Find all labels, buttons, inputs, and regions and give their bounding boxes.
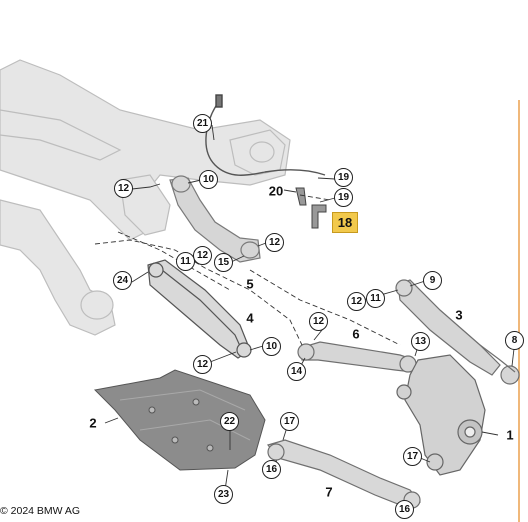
callout-15[interactable]: 15 xyxy=(214,253,233,272)
callout-12c[interactable]: 12 xyxy=(193,246,212,265)
copyright-notice: © 2024 BMW AG xyxy=(0,505,81,517)
callout-11b[interactable]: 11 xyxy=(366,289,385,308)
wheel-carrier xyxy=(396,354,486,476)
callout-10b[interactable]: 10 xyxy=(262,337,281,356)
rear-subframe xyxy=(0,59,291,336)
callout-12b[interactable]: 12 xyxy=(265,233,284,252)
underbody-shield xyxy=(93,369,266,471)
callout-17[interactable]: 17 xyxy=(280,412,299,431)
label-7[interactable]: 7 xyxy=(325,484,333,500)
callout-16b[interactable]: 16 xyxy=(395,500,414,519)
trailing-arm xyxy=(147,259,252,359)
lower-control-arm xyxy=(266,439,421,509)
camber-link xyxy=(395,279,520,385)
callout-17b[interactable]: 17 xyxy=(403,447,422,466)
label-4[interactable]: 4 xyxy=(246,310,254,326)
callout-19b[interactable]: 19 xyxy=(334,188,353,207)
callout-9[interactable]: 9 xyxy=(423,271,442,290)
callout-10[interactable]: 10 xyxy=(199,170,218,189)
callout-12f[interactable]: 12 xyxy=(193,355,212,374)
highlighted-part-18[interactable]: 18 xyxy=(332,212,358,233)
toe-link xyxy=(297,341,417,373)
label-20[interactable]: 20 xyxy=(268,183,284,199)
upper-control-arm xyxy=(169,175,261,263)
callout-24[interactable]: 24 xyxy=(113,271,132,290)
callout-12[interactable]: 12 xyxy=(114,179,133,198)
callout-19[interactable]: 19 xyxy=(334,168,353,187)
callout-14[interactable]: 14 xyxy=(287,362,306,381)
label-1[interactable]: 1 xyxy=(506,427,514,443)
label-2[interactable]: 2 xyxy=(89,415,97,431)
label-3[interactable]: 3 xyxy=(455,307,463,323)
callout-12e[interactable]: 12 xyxy=(309,312,328,331)
label-6[interactable]: 6 xyxy=(352,326,360,342)
leader-lines xyxy=(94,194,401,346)
sidebar-divider xyxy=(518,100,520,522)
callout-12d[interactable]: 12 xyxy=(347,292,366,311)
callout-8[interactable]: 8 xyxy=(505,331,524,350)
callout-21[interactable]: 21 xyxy=(193,114,212,133)
callout-13[interactable]: 13 xyxy=(411,332,430,351)
callout-23[interactable]: 23 xyxy=(214,485,233,504)
label-5[interactable]: 5 xyxy=(246,276,254,292)
callout-22[interactable]: 22 xyxy=(220,412,239,431)
callout-16[interactable]: 16 xyxy=(262,460,281,479)
sensor-bracket xyxy=(295,187,327,229)
